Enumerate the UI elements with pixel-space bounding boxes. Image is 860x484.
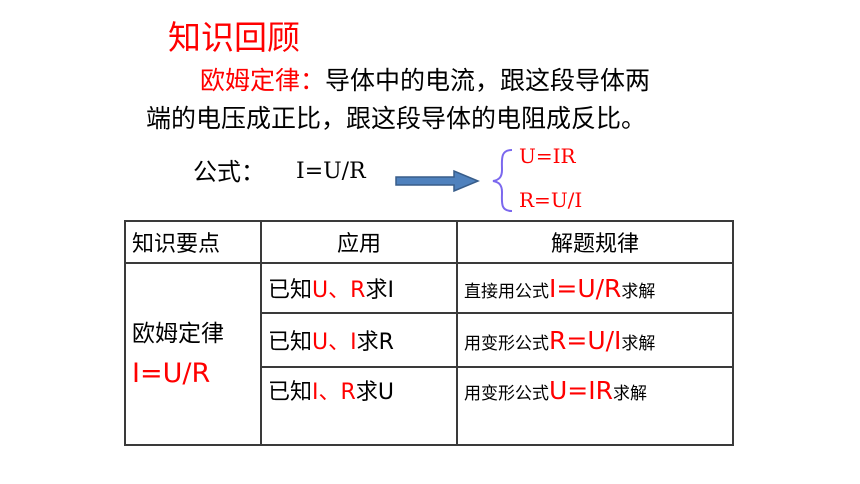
- known-sep: 、: [318, 380, 341, 405]
- rule-suffix: 求解: [621, 333, 656, 354]
- known-sep: 、: [328, 278, 351, 303]
- derived-formula-resistance: R=U/I: [519, 188, 583, 212]
- table-row: 欧姆定律 I=U/R 已知U、R求I 直接用公式I=U/R求解: [124, 262, 734, 446]
- rule-prefix: 直接用公式: [464, 281, 549, 302]
- rule-suffix: 求解: [621, 281, 656, 302]
- find-target: 求U: [355, 380, 394, 405]
- rule-formula: I=U/R: [549, 273, 622, 303]
- left-brace-icon: [492, 149, 513, 212]
- header-key-point: 知识要点: [124, 220, 262, 264]
- formula-label: 公式：: [193, 158, 265, 186]
- application-cell: 已知U、R求I: [260, 262, 458, 314]
- application-cell: 已知I、R求U: [260, 366, 458, 446]
- rule-cell: 用变形公式R=U/I求解: [456, 312, 734, 368]
- find-target: 求R: [356, 330, 394, 355]
- law-cell: 欧姆定律 I=U/R: [124, 262, 262, 446]
- table-header-row: 知识要点 应用 解题规律: [124, 220, 734, 264]
- application-cell: 已知U、I求R: [260, 312, 458, 368]
- known-a: U: [312, 330, 329, 355]
- header-solving-rule: 解题规律: [456, 220, 734, 264]
- law-cell-name: 欧姆定律: [132, 321, 224, 347]
- ohms-law-text-1: 导体中的电流，跟这段导体两: [325, 66, 651, 95]
- rule-prefix: 用变形公式: [464, 333, 549, 354]
- rule-cell: 直接用公式I=U/R求解: [456, 262, 734, 314]
- find-target: 求I: [365, 278, 394, 303]
- rule-cell: 用变形公式U=IR求解: [456, 366, 734, 446]
- page-title: 知识回顾: [168, 18, 300, 57]
- known-a: U: [312, 278, 329, 303]
- ohms-law-name: 欧姆定律：: [200, 66, 326, 95]
- table-row: 已知U、I求R 用变形公式R=U/I求解: [125, 312, 734, 368]
- known-prefix: 已知: [268, 278, 313, 303]
- known-a: I: [312, 380, 319, 405]
- ohms-law-line-2: 端的电压成正比，跟这段导体的电阻成反比。: [146, 104, 647, 133]
- table-row: 已知I、R求U 用变形公式U=IR求解: [125, 366, 734, 446]
- rule-formula: R=U/I: [549, 325, 622, 355]
- rule-formula: U=IR: [549, 376, 613, 405]
- header-application: 应用: [260, 220, 458, 264]
- known-b: R: [350, 278, 366, 303]
- rule-suffix: 求解: [613, 384, 647, 404]
- known-b: R: [340, 380, 356, 405]
- formula-value: I=U/R: [296, 159, 366, 184]
- rule-prefix: 用变形公式: [464, 384, 549, 404]
- known-prefix: 已知: [268, 380, 313, 405]
- knowledge-table: 知识要点 应用 解题规律 欧姆定律 I=U/R 已知U、R求I 直接用公式I=U…: [124, 220, 734, 446]
- known-prefix: 已知: [268, 330, 313, 355]
- known-sep: 、: [328, 330, 351, 355]
- right-arrow-icon: [395, 169, 480, 193]
- ohms-law-line-1: 欧姆定律：导体中的电流，跟这段导体两: [200, 64, 650, 98]
- derived-formula-voltage: U=IR: [519, 144, 576, 168]
- known-b: I: [350, 330, 357, 355]
- law-cell-formula: I=U/R: [132, 358, 211, 389]
